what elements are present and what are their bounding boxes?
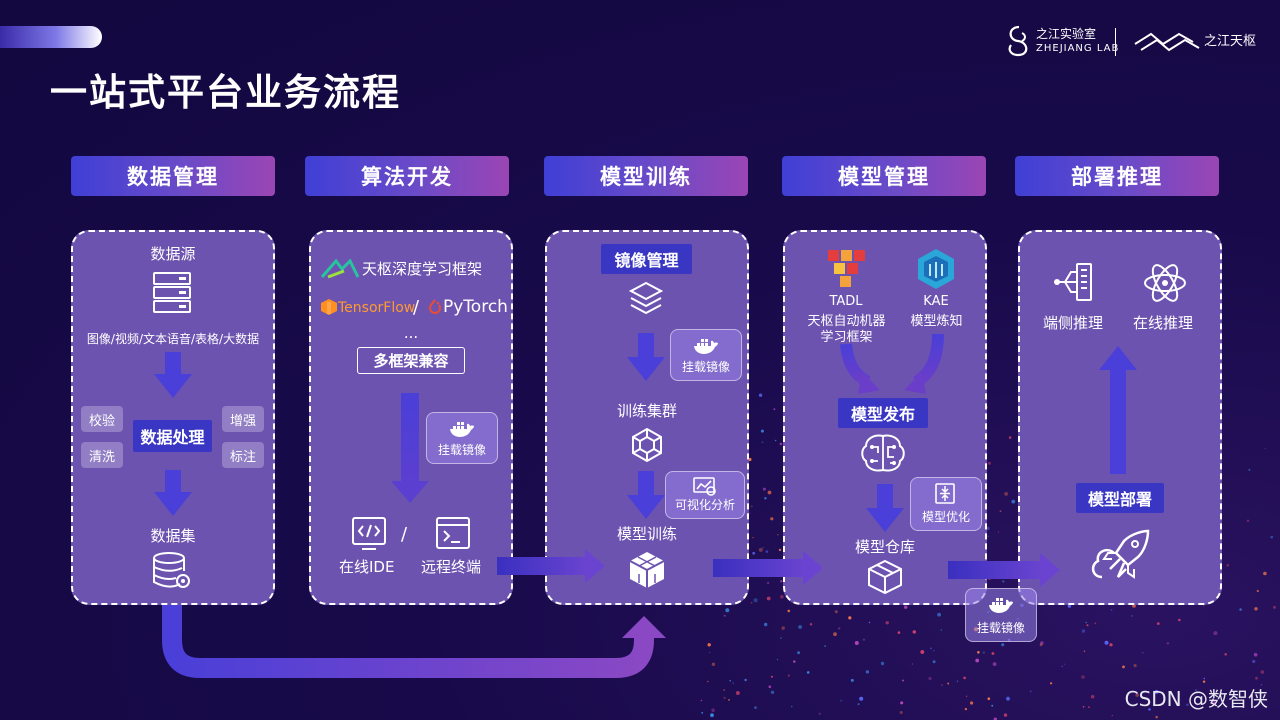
box-icon [866,559,904,595]
atom-icon [1143,262,1187,304]
mount-image-badge: 挂载镜像 [965,588,1037,642]
watermark: CSDN @数智侠 [1125,683,1268,712]
kae-desc: 模型炼知 [936,310,937,329]
docker-icon [988,594,1014,614]
up-arrow-icon [1099,346,1137,474]
kae-label: KAE [915,294,957,309]
tadl-logo-icon [826,248,866,290]
compress-icon [933,483,957,505]
kae-logo-icon [915,248,957,290]
tadl-label: TADL [826,294,866,309]
merge-arrows-icon [834,330,954,400]
mount-image-label: 挂载镜像 [966,619,1036,636]
ai-brain-icon [860,433,906,473]
cloud-rocket-icon [1088,529,1152,585]
model-repo-label: 模型仓库 [783,536,987,557]
online-inference-label: 在线推理 [1133,312,1193,333]
down-arrow-icon [866,484,904,532]
model-optimize-badge: 模型优化 [910,477,982,531]
model-deploy-chip: 模型部署 [1076,483,1164,513]
edge-device-icon [1053,262,1095,302]
model-publish-chip: 模型发布 [838,398,928,428]
model-optimize-label: 模型优化 [911,508,981,525]
edge-inference-label: 端侧推理 [1043,312,1103,333]
